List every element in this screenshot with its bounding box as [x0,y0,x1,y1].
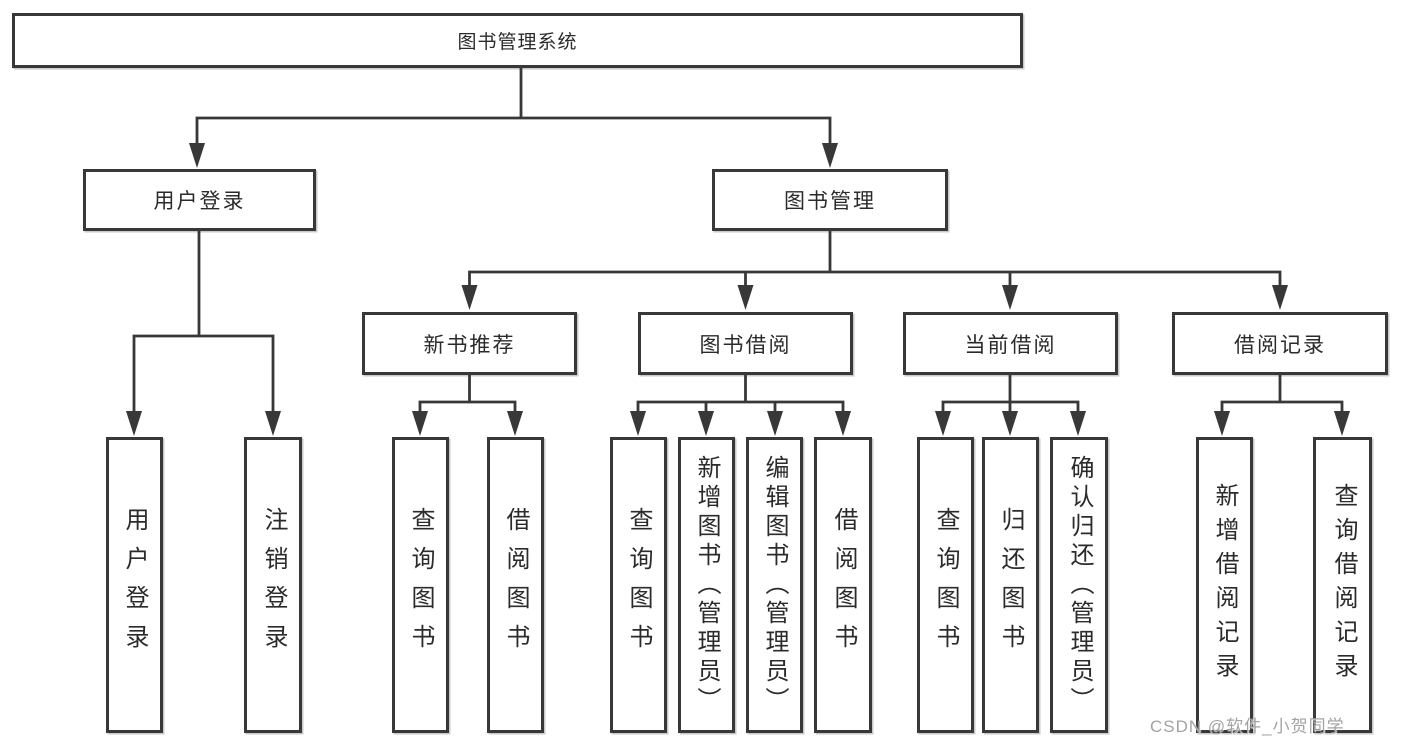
node-current-borrowing: 当前借阅 [903,312,1118,375]
leaf-query-books-borrowing: 查询图书 [610,437,667,733]
leaf-borrow-books-borrowing: 借阅图书 [814,437,872,733]
leaf-add-borrow-record: 新增借阅记录 [1196,437,1253,733]
node-book-borrowing: 图书借阅 [638,312,853,375]
leaf-confirm-return-admin: 确认归还（管理员） [1050,437,1108,733]
leaf-return-books: 归还图书 [982,437,1039,733]
leaf-logout: 注销登录 [244,437,302,733]
leaf-edit-books-admin: 编辑图书（管理员） [746,437,803,733]
leaf-borrow-books-recommend: 借阅图书 [487,437,544,733]
leaf-query-books-current: 查询图书 [917,437,974,733]
node-book-management: 图书管理 [712,169,948,231]
leaf-query-borrow-record: 查询借阅记录 [1313,437,1372,733]
node-library-system: 图书管理系统 [12,13,1023,68]
leaf-add-books-admin: 新增图书（管理员） [678,437,735,733]
leaf-user-login: 用户登录 [106,437,163,733]
node-borrow-records: 借阅记录 [1172,312,1388,375]
leaf-query-books-recommend: 查询图书 [392,437,449,733]
node-new-book-recommend: 新书推荐 [362,312,577,375]
csdn-watermark: CSDN @软件_小贺同学 [1150,717,1345,736]
node-user-login: 用户登录 [83,169,316,231]
